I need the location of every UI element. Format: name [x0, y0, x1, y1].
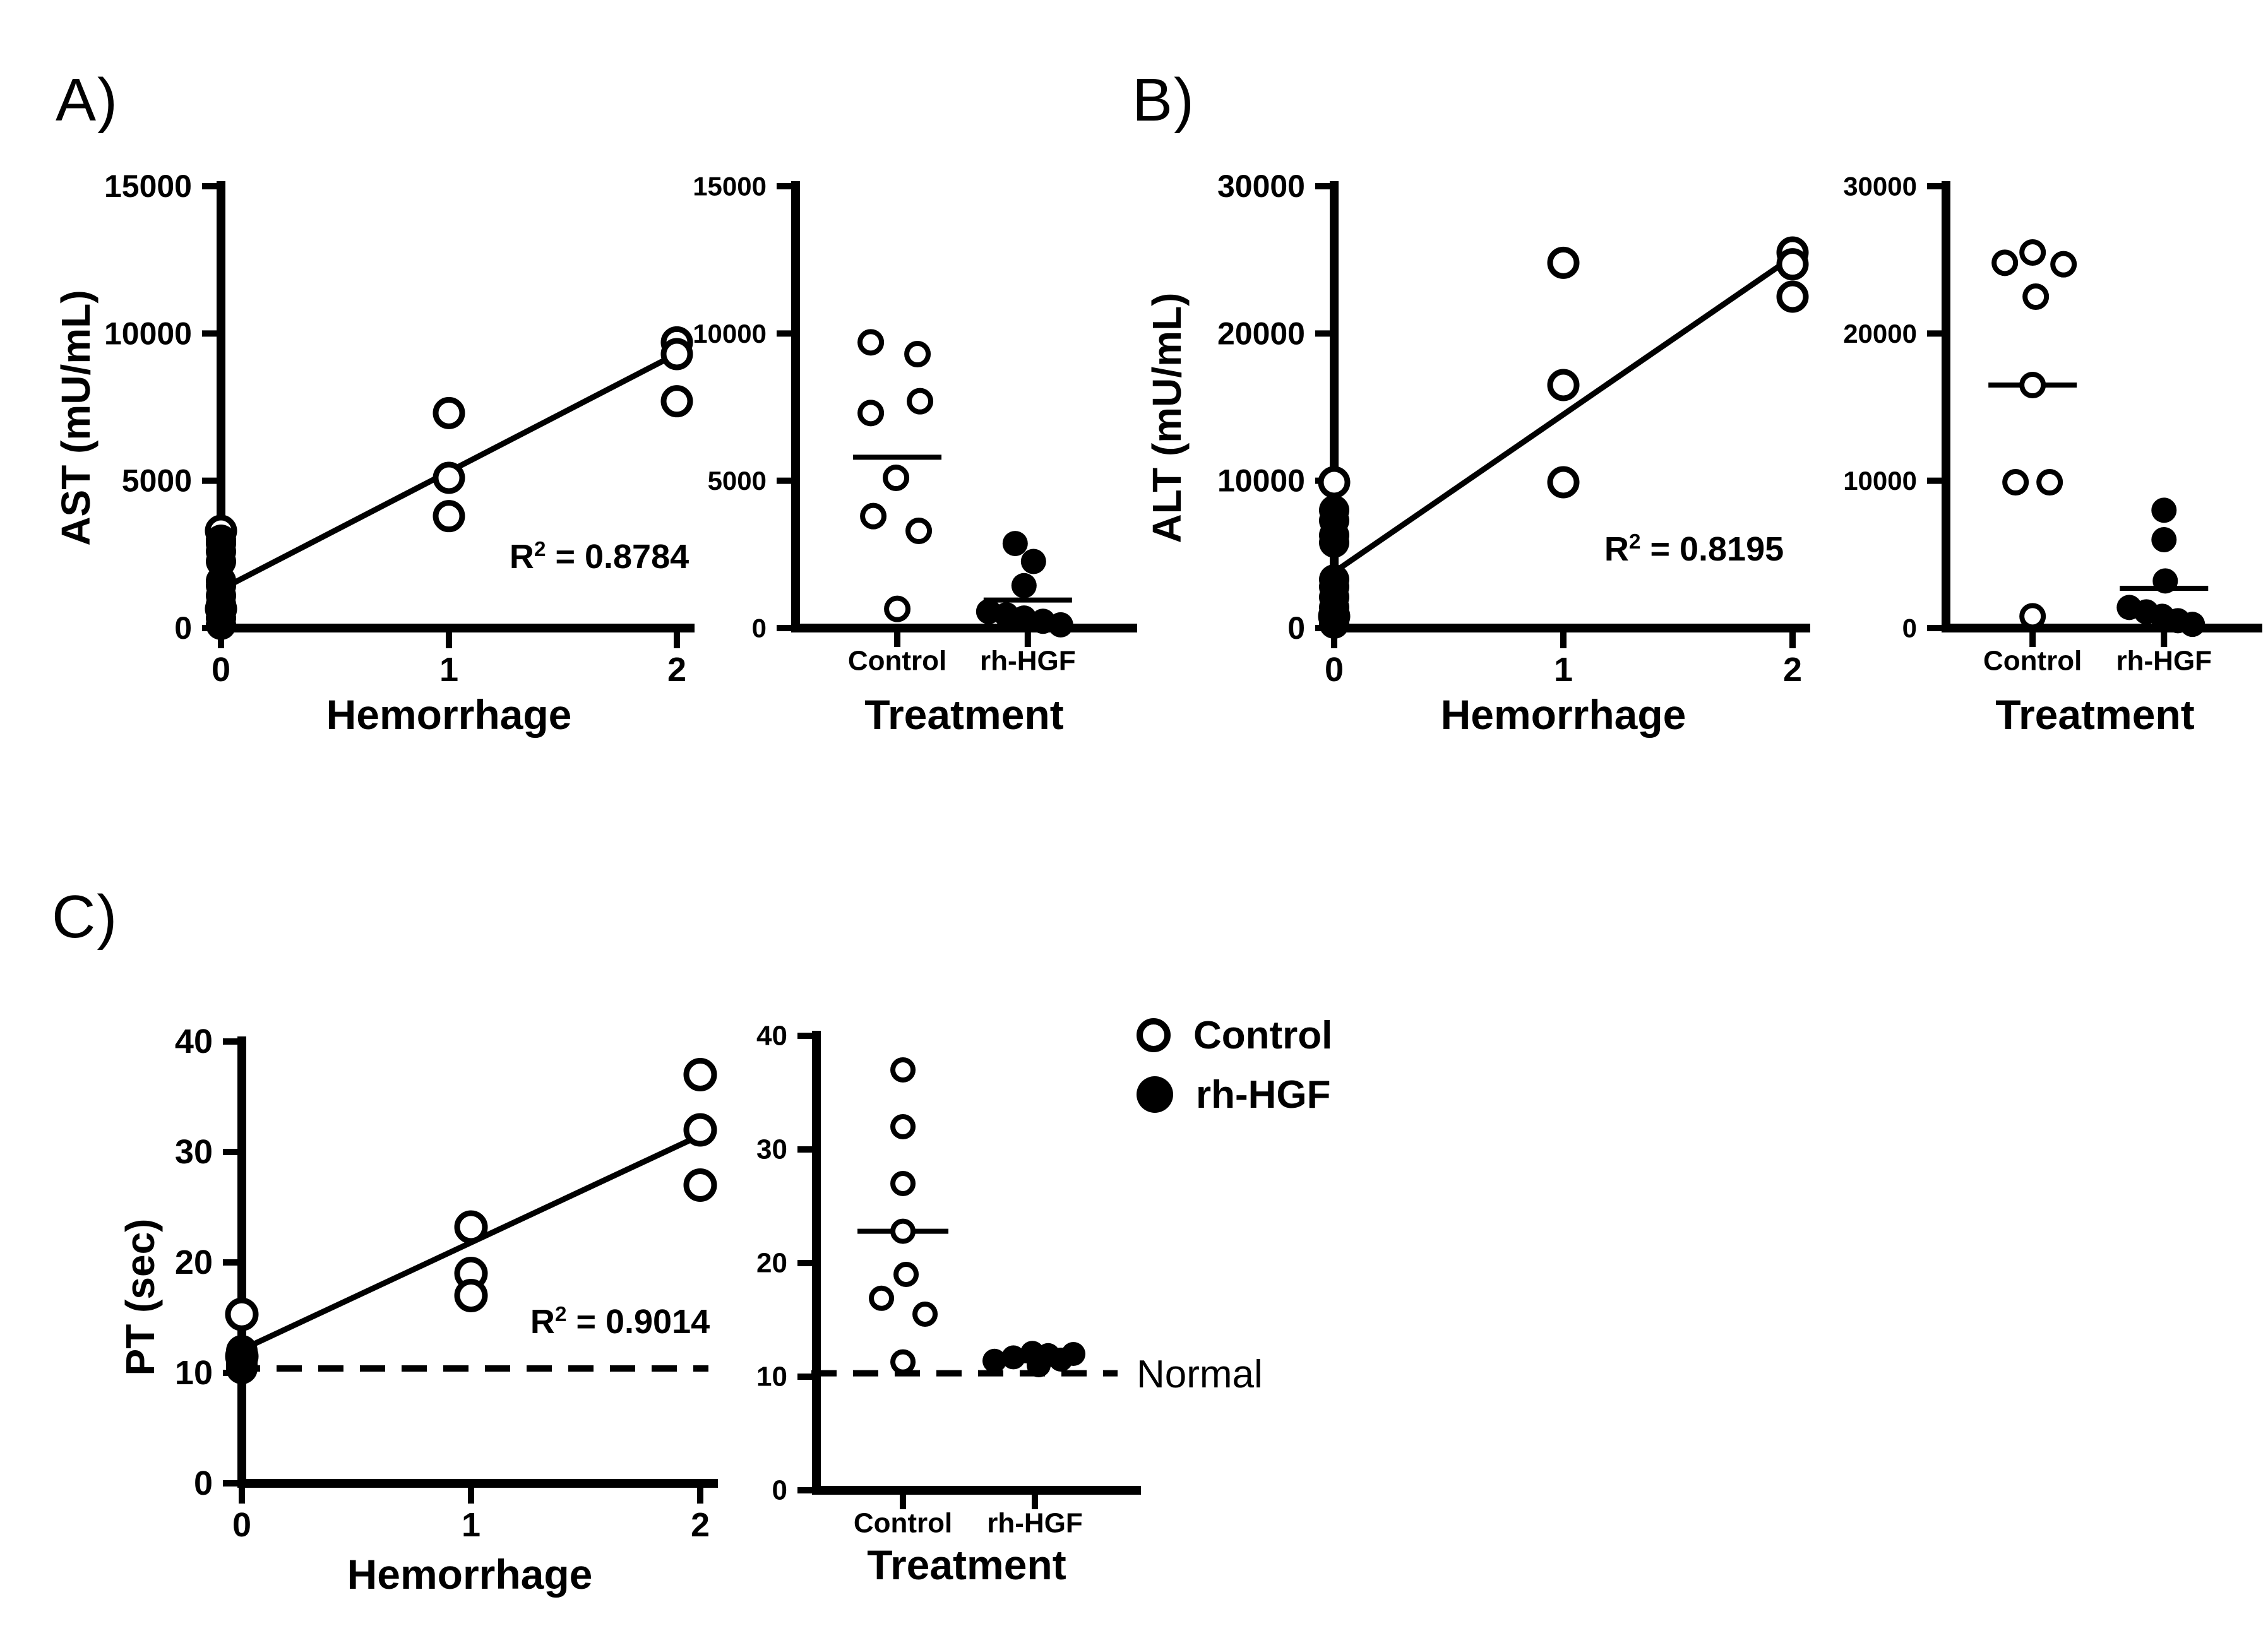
x-axis-title-hemorrhage-a: Hemorrhage — [326, 691, 572, 738]
x-axis-title-treatment-a: Treatment — [864, 691, 1064, 738]
legend-label-rh-hgf: rh-HGF — [1196, 1072, 1331, 1117]
svg-text:rh-HGF: rh-HGF — [980, 646, 1076, 677]
r2-annotation-pt: R2 = 0.9014 — [530, 1303, 710, 1341]
svg-text:rh-HGF: rh-HGF — [987, 1508, 1083, 1539]
chart-alt-vs-hemorrhage: 0 10000 20000 30000 0 1 2 — [1217, 169, 1810, 689]
svg-text:0: 0 — [1287, 610, 1305, 646]
svg-text:5000: 5000 — [708, 466, 767, 496]
svg-text:1: 1 — [439, 651, 458, 689]
svg-text:30: 30 — [175, 1133, 213, 1171]
svg-text:Control: Control — [848, 646, 946, 677]
filled-circle-icon — [1137, 1076, 1173, 1113]
x-axis-title-treatment-b: Treatment — [1995, 691, 2195, 738]
chart-pt-vs-hemorrhage: 0 10 20 30 40 0 1 2 — [175, 1023, 718, 1544]
x-axis-title-hemorrhage-c: Hemorrhage — [347, 1551, 593, 1598]
svg-text:0: 0 — [174, 610, 192, 646]
x-axis-title-treatment-c: Treatment — [867, 1541, 1066, 1588]
panel-label-c: C) — [52, 883, 119, 951]
svg-text:10000: 10000 — [693, 319, 767, 348]
svg-text:10000: 10000 — [104, 316, 192, 351]
svg-text:2: 2 — [691, 1506, 710, 1544]
svg-text:10: 10 — [756, 1362, 787, 1392]
svg-text:20: 20 — [756, 1248, 787, 1279]
x-axis-title-hemorrhage-b: Hemorrhage — [1440, 691, 1686, 738]
svg-text:Control: Control — [1983, 646, 2082, 677]
svg-text:0: 0 — [772, 1475, 787, 1506]
svg-text:20000: 20000 — [1843, 319, 1917, 348]
legend-label-control: Control — [1193, 1013, 1333, 1057]
legend-item-control: Control — [1137, 1010, 1332, 1060]
legend: Control rh-HGF — [1137, 1010, 1332, 1120]
svg-text:15000: 15000 — [104, 169, 192, 204]
svg-text:30000: 30000 — [1217, 169, 1305, 204]
svg-text:0: 0 — [194, 1464, 213, 1502]
svg-text:0: 0 — [752, 614, 767, 643]
y-axis-title-pt: PT (sec) — [117, 1218, 163, 1376]
r2-annotation-ast: R2 = 0.8784 — [509, 538, 689, 576]
svg-text:2: 2 — [1783, 651, 1802, 689]
y-axis-title-ast: AST (mU/mL) — [53, 290, 98, 546]
y-axis-title-alt: ALT (mU/mL) — [1144, 292, 1190, 543]
svg-text:rh-HGF: rh-HGF — [2116, 646, 2212, 677]
svg-text:20: 20 — [175, 1243, 213, 1281]
svg-text:40: 40 — [175, 1023, 213, 1060]
svg-text:10000: 10000 — [1217, 463, 1305, 499]
legend-item-rh-hgf: rh-HGF — [1137, 1069, 1332, 1120]
svg-text:40: 40 — [756, 1021, 787, 1052]
open-circle-icon — [1137, 1018, 1171, 1052]
svg-text:30: 30 — [756, 1134, 787, 1165]
normal-line-label: Normal — [1137, 1353, 1263, 1396]
svg-text:Control: Control — [854, 1508, 952, 1539]
svg-text:1: 1 — [462, 1506, 480, 1544]
chart-ast-vs-hemorrhage: 0 5000 10000 15000 0 1 2 — [104, 169, 695, 689]
svg-text:0: 0 — [1325, 651, 1344, 689]
svg-text:10000: 10000 — [1843, 466, 1917, 496]
panel-label-a: A) — [56, 66, 119, 134]
svg-text:5000: 5000 — [122, 463, 192, 499]
svg-text:10: 10 — [175, 1354, 213, 1392]
svg-text:0: 0 — [232, 1506, 251, 1544]
svg-text:30000: 30000 — [1843, 172, 1917, 201]
panel-label-b: B) — [1132, 66, 1195, 134]
r2-annotation-alt: R2 = 0.8195 — [1604, 530, 1784, 568]
svg-text:0: 0 — [212, 651, 230, 689]
svg-text:0: 0 — [1902, 614, 1917, 643]
svg-text:1: 1 — [1554, 651, 1573, 689]
svg-text:2: 2 — [667, 651, 686, 689]
svg-text:20000: 20000 — [1217, 316, 1305, 351]
svg-text:15000: 15000 — [693, 172, 767, 201]
